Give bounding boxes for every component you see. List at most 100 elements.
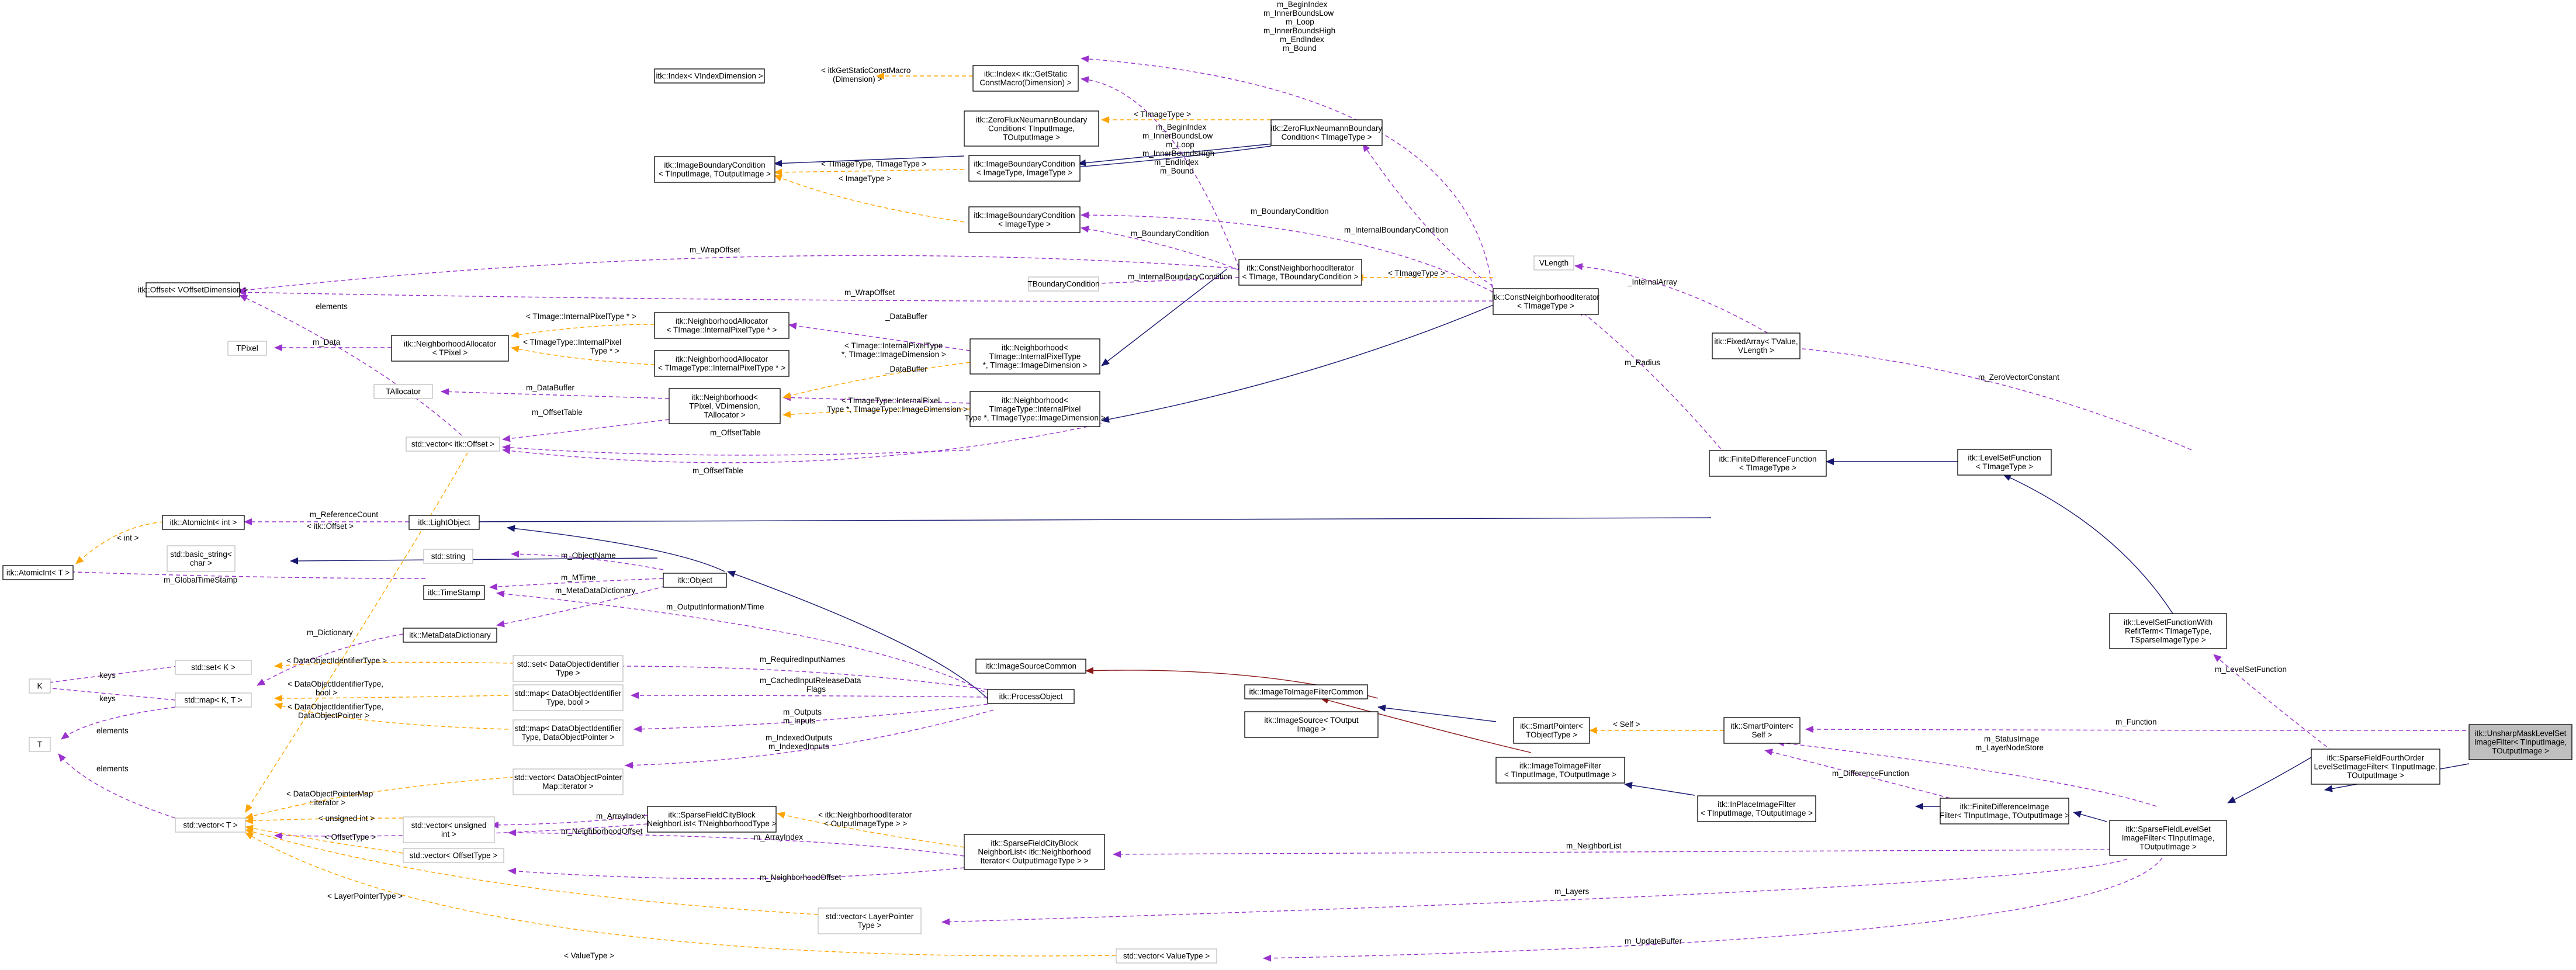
edge-label-doi-ptr2: DataObjectPointer >	[298, 711, 369, 720]
class-node-lsf[interactable]: itk::LevelSetFunction< TImageType >	[1957, 449, 2052, 476]
class-node-box	[2311, 749, 2440, 785]
edge-label-offsettable1: m_OffsetTable	[532, 408, 583, 417]
class-node-inplace[interactable]: itk::InPlaceImageFilter< TInputImage, TO…	[1697, 795, 1816, 822]
class-node-index-v[interactable]: itk::Index< VIndexDimension >	[654, 68, 765, 84]
class-node-set-doi[interactable]: std::set< DataObjectIdentifierType >	[513, 655, 624, 682]
edge-inherit-nb-timage	[1101, 268, 1228, 366]
class-node-vec-offset-type[interactable]: std::vector< OffsetType >	[403, 848, 504, 863]
edge-label-outputinfo: m_OutputInformationMTime	[666, 602, 764, 611]
class-node-T[interactable]: T	[29, 737, 51, 752]
edge-label-elements2: elements	[96, 726, 129, 735]
class-node-box	[1697, 795, 1816, 822]
class-node-label: std::basic_string<	[170, 550, 232, 559]
class-node-box	[146, 282, 240, 297]
edge-inherit-procobj	[727, 570, 991, 702]
class-node-label: VLength >	[1738, 346, 1774, 355]
edge-usage-wrapoffset1	[238, 255, 1242, 294]
class-node-label: TImage::InternalPixelType	[989, 352, 1081, 361]
class-node-cni[interactable]: itk::ConstNeighborhoodIterator< TImageTy…	[1492, 288, 1599, 315]
class-node-box	[29, 737, 51, 752]
class-node-fdf[interactable]: itk::FiniteDifferenceFunction< TImageTyp…	[1709, 450, 1827, 477]
class-node-i2i[interactable]: itk::ImageToImageFilter< TInputImage, TO…	[1495, 757, 1625, 784]
edge-label-timagetype: < TImageType >	[1388, 269, 1445, 278]
class-node-label: < TImage::InternalPixelType * >	[667, 325, 777, 334]
class-node-map-doi-ptr[interactable]: std::map< DataObjectIdentifierType, Data…	[513, 719, 624, 746]
class-node-nb-timagetype[interactable]: itk::Neighborhood<TImageType::InternalPi…	[965, 391, 1106, 427]
class-node-light[interactable]: itk::LightObject	[408, 515, 480, 530]
edge-template-doitype	[274, 661, 515, 669]
class-node-atomic-t[interactable]: itk::AtomicInt< T >	[2, 565, 74, 580]
class-node-vec-offset[interactable]: std::vector< itk::Offset >	[406, 437, 500, 452]
class-node-nb-timage[interactable]: itk::Neighborhood<TImage::InternalPixelT…	[970, 338, 1100, 375]
class-node-offset-v[interactable]: itk::Offset< VOffsetDimension >	[138, 282, 248, 297]
class-node-label: Condition< TImageType >	[1281, 133, 1372, 141]
class-node-string[interactable]: std::string	[423, 549, 473, 564]
class-node-vec-layer[interactable]: std::vector< LayerPointerType >	[818, 907, 922, 934]
class-node-label: < TImageType::InternalPixelType * >	[658, 363, 785, 372]
class-node-timestamp[interactable]: itk::TimeStamp	[423, 585, 485, 600]
class-node-label: itk::ZeroFluxNeumannBoundary	[1271, 124, 1383, 133]
edge-inherit-i2i	[1624, 782, 1695, 796]
class-node-vec-value[interactable]: std::vector< ValueType >	[1116, 948, 1217, 964]
class-node-tallocator[interactable]: TAllocator	[373, 384, 433, 399]
class-node-label: TOutputImage >	[1003, 133, 1060, 142]
class-node-set-k[interactable]: std::set< K >	[175, 660, 252, 675]
class-node-cni2[interactable]: itk::ConstNeighborhoodIterator< TImage, …	[1238, 259, 1362, 286]
edge-label-arrayindex2: m_ArrayIndex	[754, 833, 803, 841]
class-node-vec-t[interactable]: std::vector< T >	[175, 817, 246, 833]
class-node-i2ic[interactable]: itk::ImageToImageFilterCommon	[1244, 684, 1368, 699]
class-node-label: < TInputImage, TOutputImage >	[1701, 809, 1813, 817]
class-node-map-doi-bool[interactable]: std::map< DataObjectIdentifierType, bool…	[513, 684, 624, 711]
class-node-ibc-tt[interactable]: itk::ImageBoundaryCondition< ImageType, …	[968, 155, 1081, 182]
edge-label-tb6: m_Bound	[1160, 167, 1194, 175]
class-node-label: itk::SmartPointer<	[1520, 722, 1583, 730]
class-node-isrc[interactable]: itk::ImageSource< TOutputImage >	[1244, 711, 1379, 738]
edge-label-function: m_Function	[2115, 718, 2157, 726]
class-node-sffo[interactable]: itk::SparseFieldFourthOrderLevelSetImage…	[2311, 749, 2440, 785]
class-node-na-internal[interactable]: itk::NeighborhoodAllocator< TImage::Inte…	[654, 312, 790, 339]
edge-label-timagetype-ipt1: < TImageType::InternalPixel	[523, 338, 621, 347]
class-node-map-kt[interactable]: std::map< K, T >	[175, 692, 252, 708]
class-node-basic-string[interactable]: std::basic_string<char >	[167, 545, 236, 572]
edge-label-dopm1: < DataObjectPointerMap	[286, 789, 373, 798]
edge-label-bi3: m_Loop	[1286, 18, 1314, 26]
class-node-isc[interactable]: itk::ImageSourceCommon	[975, 659, 1086, 674]
class-node-nb-tpixel[interactable]: itk::Neighborhood<TPixel, VDimension,TAl…	[669, 388, 781, 424]
class-node-tboundary[interactable]: TBoundaryCondition	[1027, 276, 1100, 292]
class-node-ibc-io[interactable]: itk::ImageBoundaryCondition< TInputImage…	[654, 156, 775, 183]
class-node-label: itk::LevelSetFunction	[1968, 453, 2041, 462]
class-node-box	[2468, 724, 2572, 760]
class-node-fixedarray[interactable]: itk::FixedArray< TValue,VLength >	[1712, 332, 1801, 359]
class-node-na-timagetype[interactable]: itk::NeighborhoodAllocator< TImageType::…	[654, 350, 790, 377]
class-node-label: Self >	[1752, 730, 1772, 739]
class-node-smart-self[interactable]: itk::SmartPointer<Self >	[1723, 717, 1801, 744]
class-node-label: itk::FiniteDifferenceImage	[1960, 802, 2049, 811]
class-node-atomic-int[interactable]: itk::AtomicInt< int >	[162, 515, 245, 530]
edge-usage-indexed	[625, 709, 994, 769]
class-node-na-tpixel[interactable]: itk::NeighborhoodAllocator< TPixel >	[391, 335, 509, 362]
class-node-label: itk::NeighborhoodAllocator	[676, 355, 768, 363]
class-node-object[interactable]: itk::Object	[663, 573, 727, 588]
class-node-K[interactable]: K	[29, 678, 51, 694]
class-node-index-d[interactable]: itk::Index< itk::GetStaticConstMacro(Dim…	[972, 65, 1079, 92]
class-node-procobj[interactable]: itk::ProcessObject	[987, 689, 1075, 704]
class-node-smart-obj[interactable]: itk::SmartPointer<TObjectType >	[1513, 717, 1590, 744]
edge-label-data: m_Data	[313, 338, 341, 347]
edge-usage-arrayindex2	[508, 829, 965, 857]
class-node-ibc-t[interactable]: itk::ImageBoundaryCondition< ImageType >	[968, 206, 1081, 233]
edge-usage-offsettable1	[502, 419, 670, 442]
class-node-tpixel[interactable]: TPixel	[227, 341, 267, 356]
class-node-box	[423, 585, 485, 600]
class-node-metadict[interactable]: itk::MetaDataDictionary	[403, 628, 497, 643]
class-node-vec-dop[interactable]: std::vector< DataObjectPointerMap::itera…	[513, 768, 624, 795]
class-node-vlength[interactable]: VLength	[1533, 255, 1574, 271]
